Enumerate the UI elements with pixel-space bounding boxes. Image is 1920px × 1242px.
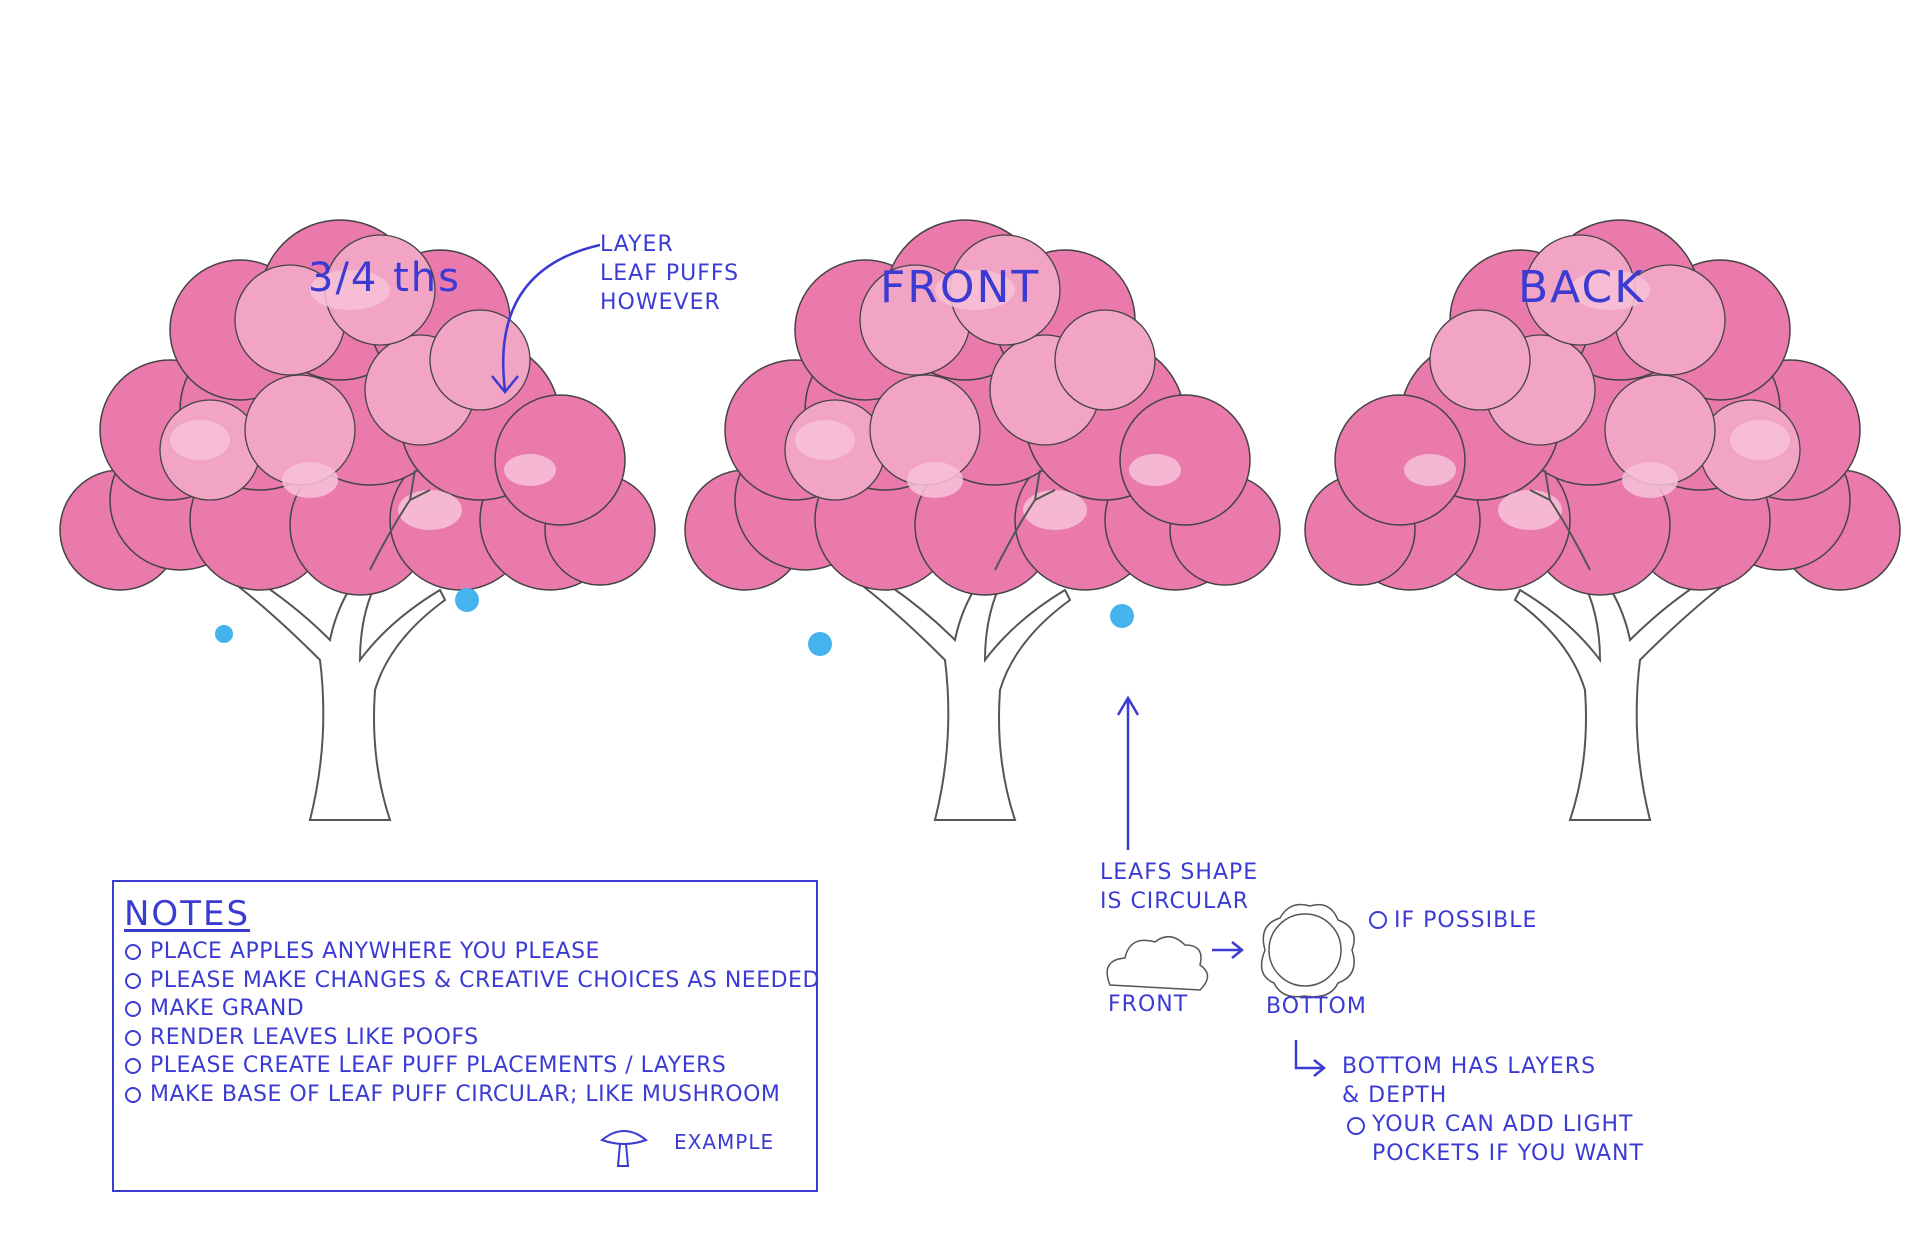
leaf-shape-note: LEAFS SHAPE IS CIRCULAR bbox=[1100, 860, 1259, 914]
list-item: PLACE APPLES ANYWHERE YOU PLEASE bbox=[122, 938, 820, 967]
front-sketch-label: FRONT bbox=[1108, 992, 1189, 1017]
list-item: RENDER LEAVES LIKE POOFS bbox=[122, 1024, 820, 1053]
tree-three-quarter bbox=[59, 219, 656, 821]
bottom-layers-note: BOTTOM HAS LAYERS & DEPTH bbox=[1342, 1054, 1597, 1108]
list-item: MAKE BASE OF LEAF PUFF CIRCULAR; LIKE MU… bbox=[122, 1081, 820, 1110]
arrow-icon bbox=[501, 243, 601, 391]
view-title-three-quarter: 3/4 ths bbox=[308, 255, 461, 301]
apple-icon bbox=[215, 625, 233, 643]
tree-front bbox=[684, 219, 1281, 821]
example-label: EXAMPLE bbox=[674, 1130, 775, 1154]
notes-list: PLACE APPLES ANYWHERE YOU PLEASE PLEASE … bbox=[122, 938, 820, 1109]
bottom-sketch-label: BOTTOM bbox=[1266, 994, 1367, 1019]
list-item: PLEASE MAKE CHANGES & CREATIVE CHOICES A… bbox=[122, 967, 820, 996]
bottom-puff-sketch bbox=[1260, 903, 1355, 998]
flower-bullet-icon bbox=[125, 1086, 141, 1103]
flower-bullet-icon bbox=[125, 1001, 141, 1018]
view-title-front: FRONT bbox=[880, 262, 1041, 313]
mushroom-icon bbox=[600, 1130, 648, 1167]
list-item: PLEASE CREATE LEAF PUFF PLACEMENTS / LAY… bbox=[122, 1052, 820, 1081]
apple-icon bbox=[455, 588, 479, 612]
layer-note: LAYER LEAF PUFFS HOWEVER bbox=[600, 232, 740, 315]
view-title-back: BACK bbox=[1518, 262, 1646, 313]
apple-icon bbox=[808, 632, 832, 656]
flower-bullet-icon bbox=[125, 1058, 141, 1075]
notes-title: NOTES bbox=[124, 894, 251, 934]
flower-bullet-icon bbox=[125, 972, 141, 989]
if-possible-note: IF POSSIBLE bbox=[1394, 908, 1538, 933]
flower-bullet-icon bbox=[125, 1029, 141, 1046]
front-puff-sketch bbox=[1106, 936, 1209, 991]
light-pockets-note: YOUR CAN ADD LIGHT POCKETS IF YOU WANT bbox=[1372, 1112, 1644, 1166]
list-item: MAKE GRAND bbox=[122, 995, 820, 1024]
apple-icon bbox=[1110, 604, 1134, 628]
flower-bullet-icon bbox=[1347, 911, 1387, 1135]
notes-box: NOTES PLACE APPLES ANYWHERE YOU PLEASE P… bbox=[112, 880, 820, 1192]
flower-bullet-icon bbox=[125, 944, 141, 961]
